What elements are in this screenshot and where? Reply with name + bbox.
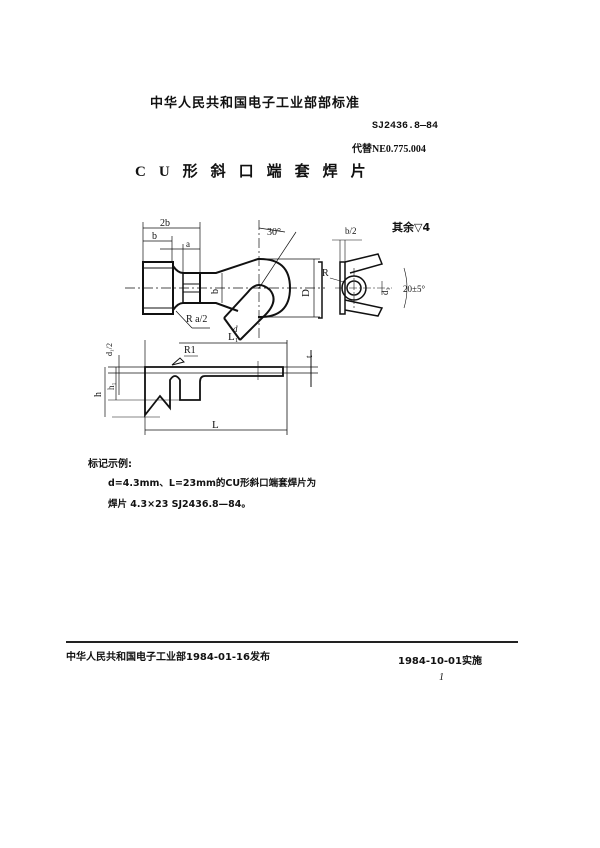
dim-a: a	[186, 239, 190, 249]
side-view: b/2 R d₁ 20±5°	[318, 226, 425, 319]
standard-number: SJ2436.8—84	[372, 121, 439, 132]
dim-b-top: b	[152, 231, 157, 242]
dim-b-mid: b	[210, 289, 221, 294]
front-d1-2: d₁/2	[105, 343, 114, 356]
side-dim-b2: b/2	[345, 226, 357, 236]
dim-L1: L₁	[228, 331, 239, 343]
page-number: 1	[439, 672, 444, 683]
side-angle: 20±5°	[403, 284, 425, 294]
published-date: 中华人民共和国电子工业部1984-01-16发布	[66, 652, 270, 663]
top-view: 2b b a b 30° D R a/2 d	[125, 218, 325, 341]
side-dim-d1: d₁	[380, 287, 390, 295]
front-h: h	[93, 392, 104, 397]
side-radius-R: R	[322, 268, 329, 279]
organization-standard-heading: 中华人民共和国电子工业部部标准	[150, 96, 361, 111]
replaces-standard: 代替NE0.775.004	[352, 144, 426, 155]
roughness-note: 其余▽4	[392, 221, 431, 234]
footer-rule	[66, 641, 518, 643]
front-h1: h₁	[106, 382, 116, 390]
dim-2b: 2b	[160, 218, 170, 229]
angle-30: 30°	[267, 227, 281, 238]
dim-d: d	[233, 324, 238, 334]
front-view: R1 L₁ L d₁/2 h₁ h t	[93, 331, 318, 435]
effective-date: 1984-10-01实施	[398, 656, 482, 667]
document-title: CU形斜口端套焊片	[135, 164, 379, 180]
front-t: t	[304, 355, 314, 358]
radius-a2: R a/2	[186, 314, 207, 325]
example-line-1: d=4.3mm、L=23mm的CU形斜口端套焊片为	[108, 478, 317, 489]
example-line-2: 焊片 4.3×23 SJ2436.8—84。	[108, 499, 251, 510]
dim-L: L	[212, 419, 219, 431]
dim-D: D	[300, 289, 312, 297]
example-heading: 标记示例:	[88, 459, 132, 470]
front-R1: R1	[184, 345, 196, 356]
